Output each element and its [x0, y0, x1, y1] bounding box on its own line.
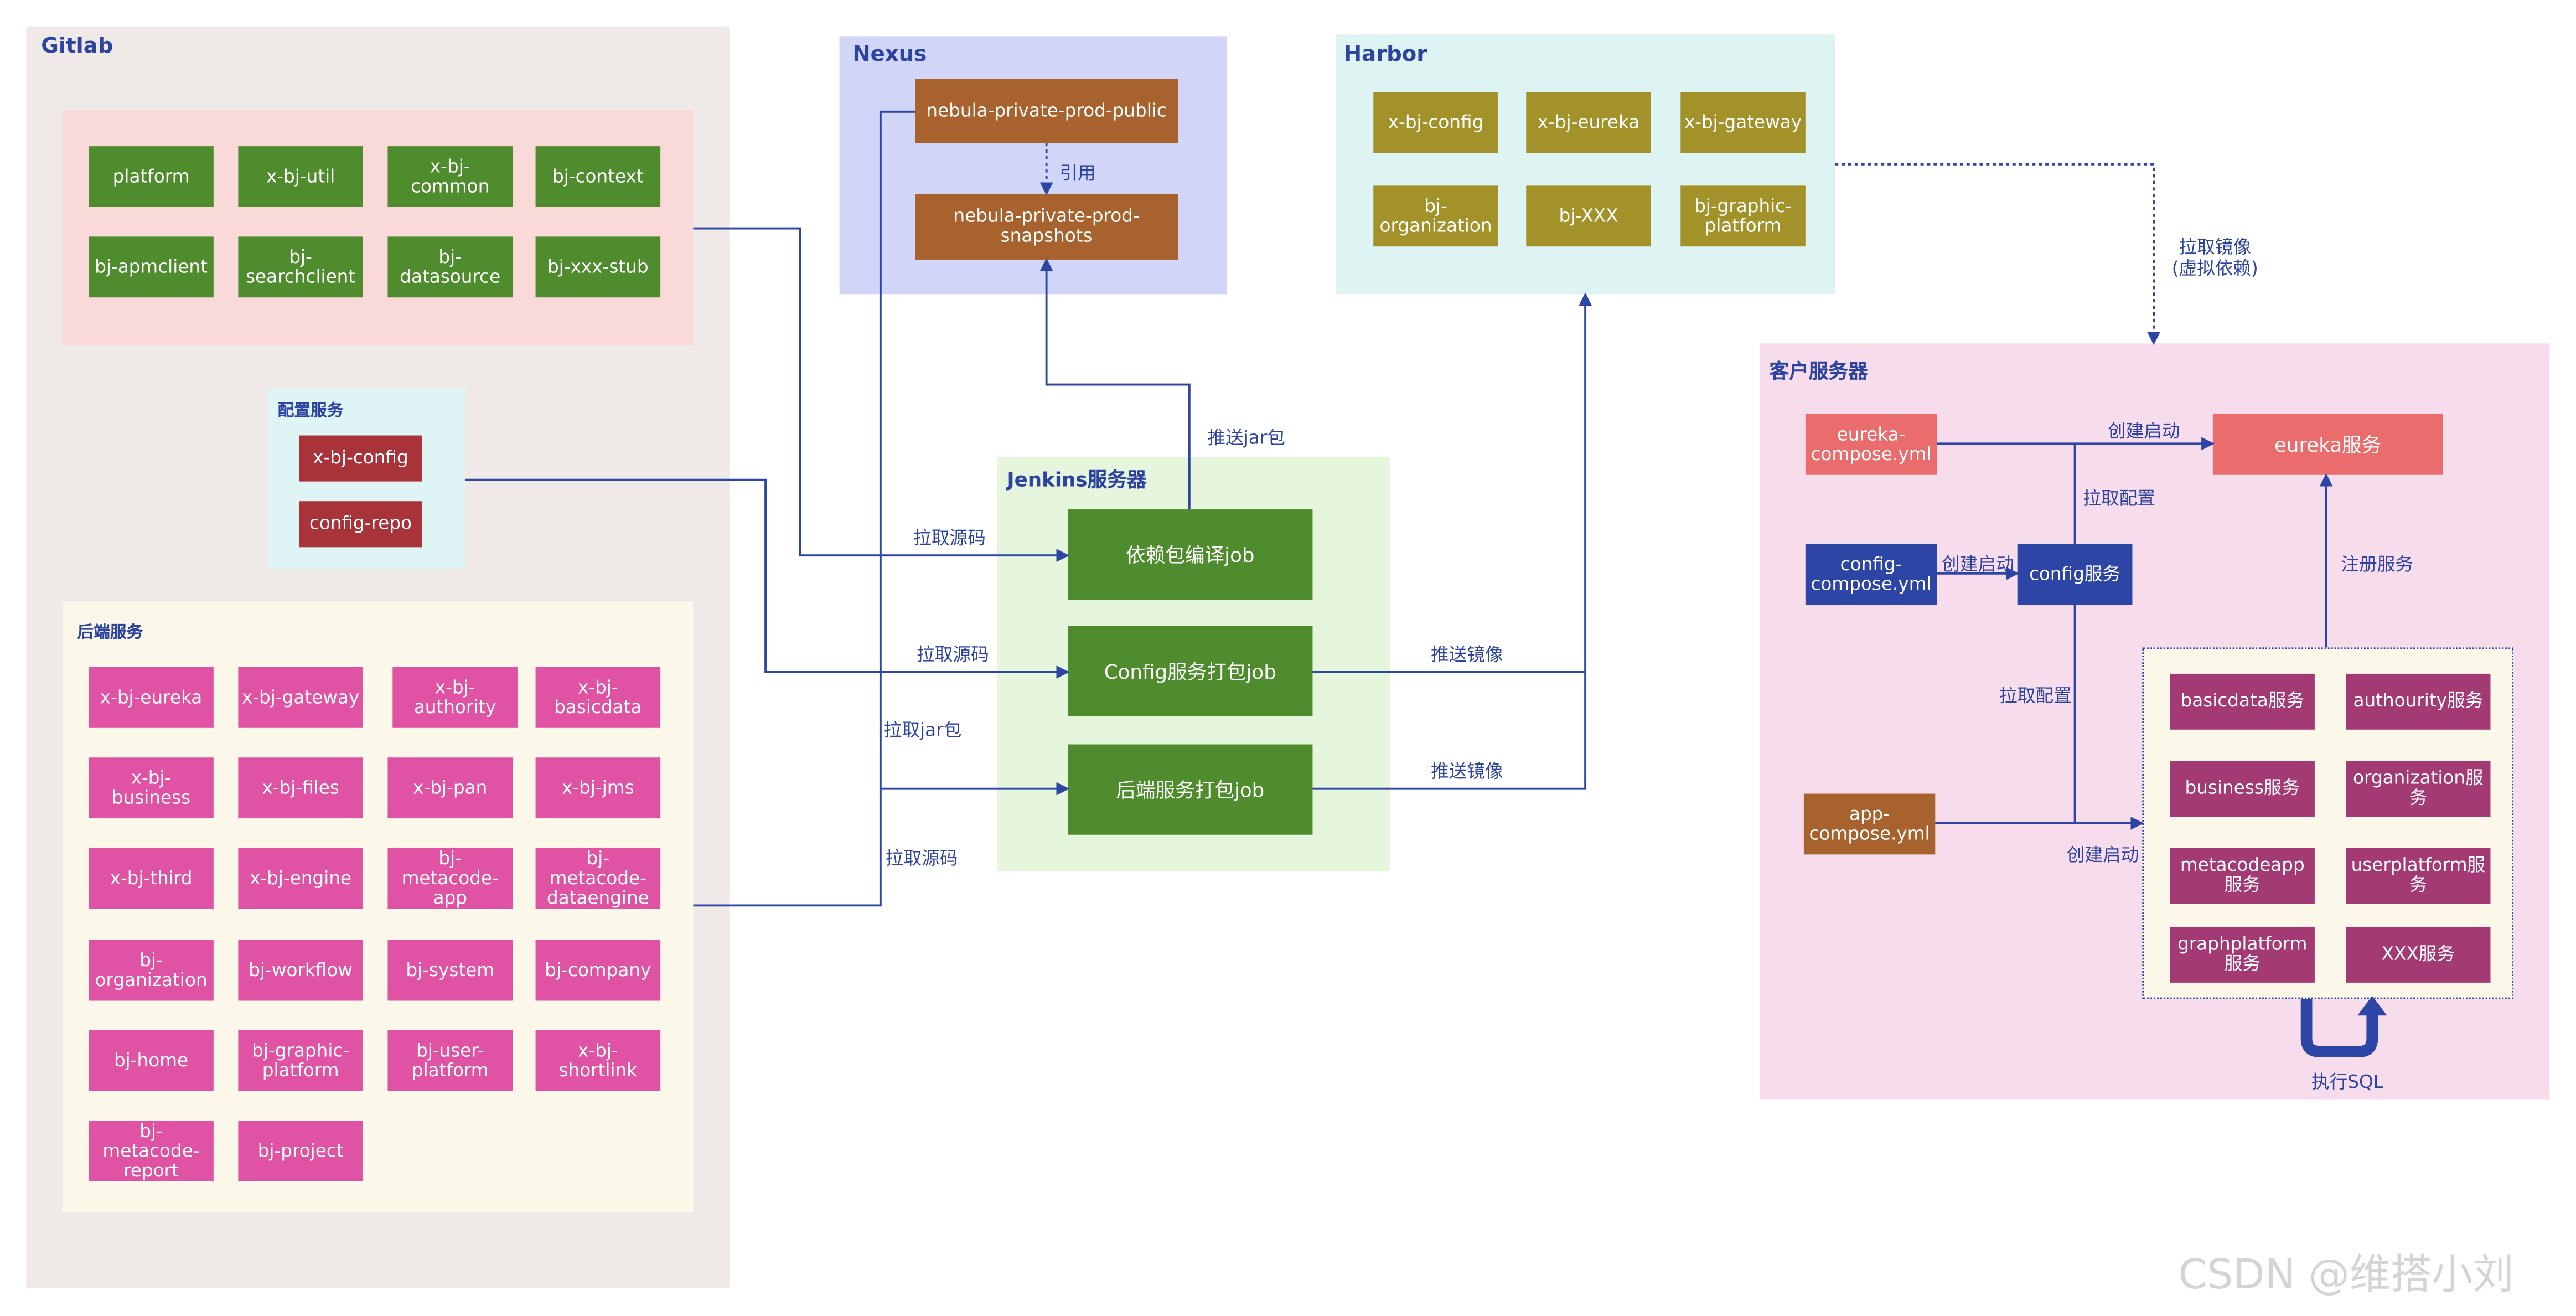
app-service-box[interactable]: userplatform服务 [2346, 848, 2491, 904]
backend-repo-box[interactable]: bj-graphic-platform [238, 1030, 363, 1091]
backend-repo-box[interactable]: x-bj-engine [238, 848, 363, 909]
lib-box[interactable]: x-bj-common [387, 146, 513, 207]
backend-repo-box[interactable]: bj-home [89, 1030, 214, 1091]
backend-repo-box[interactable]: x-bj-jms [535, 757, 661, 819]
label-create-start: 创建启动 [1942, 554, 2014, 575]
label-register-service: 注册服务 [2341, 554, 2413, 575]
edge-compile-job-to-snapshots [1039, 257, 1191, 510]
backend-repo-box[interactable]: bj-metacode-dataengine [535, 848, 661, 909]
lib-box[interactable]: bj-xxx-stub [535, 236, 661, 298]
config-group-title: 配置服务 [277, 402, 344, 421]
backend-repo-box[interactable]: bj-metacode-report [89, 1121, 214, 1181]
backend-repo-box[interactable]: x-bj-files [238, 757, 363, 819]
lib-box[interactable]: x-bj-util [238, 146, 363, 207]
label-exec-sql: 执行SQL [2311, 1071, 2383, 1093]
label-create-start: 创建启动 [2066, 844, 2139, 866]
jenkins-job[interactable]: 后端服务打包job [1068, 744, 1313, 835]
jenkins-job[interactable]: 依赖包编译job [1068, 509, 1313, 600]
label-pull-source: 拉取源码 [885, 848, 958, 870]
edge-harbor-to-customer [1835, 163, 2160, 345]
app-service-box[interactable]: graphplatform服务 [2170, 926, 2315, 983]
backend-group-title: 后端服务 [77, 624, 143, 643]
backend-repo-box[interactable]: bj-system [387, 940, 513, 1001]
backend-repo-box[interactable]: x-bj-third [89, 848, 214, 909]
customer-title: 客户服务器 [1769, 359, 1868, 383]
nexus-snapshots-repo[interactable]: nebula-private-prod-snapshots [915, 194, 1178, 260]
exec-sql-loop-icon [2300, 999, 2378, 1057]
label-pull-source: 拉取源码 [913, 527, 986, 549]
gitlab-title: Gitlab [41, 34, 113, 59]
eureka-service-box[interactable]: eureka服务 [2212, 414, 2443, 475]
backend-repo-box[interactable]: x-bj-eureka [89, 667, 214, 728]
label-push-image: 推送镜像 [1431, 644, 1503, 666]
harbor-image-box[interactable]: bj-organization [1373, 185, 1498, 247]
backend-repo-box[interactable]: bj-company [535, 940, 661, 1001]
backend-repo-box[interactable]: bj-workflow [238, 940, 363, 1001]
jenkins-title: Jenkins服务器 [1007, 468, 1147, 492]
exec-sql-arrowhead [2357, 995, 2387, 1016]
harbor-image-box[interactable]: x-bj-config [1373, 92, 1498, 153]
label-push-image: 推送镜像 [1431, 761, 1503, 782]
label-pull-source: 拉取源码 [917, 644, 989, 666]
config-repo-box[interactable]: x-bj-config [299, 435, 422, 482]
app-service-box[interactable]: authourity服务 [2346, 673, 2491, 730]
app-service-box[interactable]: metacodeapp服务 [2170, 848, 2315, 904]
edge-config-to-config-job [464, 478, 1070, 679]
app-compose-file[interactable]: app-compose.yml [1803, 793, 1936, 855]
app-service-box[interactable]: basicdata服务 [2170, 673, 2315, 730]
watermark: CSDN @维搭小刘 [2178, 1250, 2514, 1298]
config-service-box[interactable]: config服务 [2017, 544, 2133, 605]
label-pull-image: 拉取镜像 (虚拟依赖) [2171, 236, 2258, 280]
nexus-public-repo[interactable]: nebula-private-prod-public [915, 79, 1178, 143]
label-pull-config: 拉取配置 [1999, 685, 2072, 707]
harbor-image-box[interactable]: x-bj-gateway [1680, 92, 1806, 153]
backend-repo-box[interactable]: x-bj-basicdata [535, 667, 661, 728]
lib-box[interactable]: platform [89, 146, 214, 207]
lib-box[interactable]: bj-context [535, 146, 661, 207]
config-repo-box[interactable]: config-repo [299, 501, 422, 548]
backend-repo-box[interactable]: bj-user-platform [387, 1030, 513, 1091]
config-compose-file[interactable]: config-compose.yml [1805, 544, 1937, 605]
label-create-start: 创建启动 [2107, 420, 2180, 442]
backend-repo-box[interactable]: x-bj-business [89, 757, 214, 819]
edge-backend-to-backend-job [693, 782, 1070, 907]
app-service-box[interactable]: XXX服务 [2346, 926, 2491, 983]
backend-repo-box[interactable]: x-bj-shortlink [535, 1030, 661, 1091]
app-service-box[interactable]: organization服务 [2346, 761, 2491, 817]
edge-nexus-to-backend-job [879, 110, 915, 789]
harbor-title: Harbor [1343, 43, 1427, 68]
harbor-image-box[interactable]: x-bj-eureka [1526, 92, 1651, 153]
backend-repo-box[interactable]: x-bj-authority [392, 667, 518, 728]
label-pull-jar: 拉取jar包 [883, 719, 962, 741]
edge-backend-job-to-harbor [1312, 292, 1592, 790]
lib-box[interactable]: bj-datasource [387, 236, 513, 298]
app-service-box[interactable]: business服务 [2170, 761, 2315, 817]
harbor-image-box[interactable]: bj-graphic-platform [1680, 185, 1806, 247]
nexus-ref-label: 引用 [1059, 162, 1096, 184]
jenkins-job[interactable]: Config服务打包job [1068, 626, 1313, 717]
backend-repo-box[interactable]: bj-organization [89, 940, 214, 1001]
edge-libs-to-compile-job [693, 227, 1070, 562]
backend-repo-box[interactable]: bj-metacode-app [387, 848, 513, 909]
backend-repo-box[interactable]: x-bj-pan [387, 757, 513, 819]
backend-repo-box[interactable]: bj-project [238, 1121, 363, 1181]
lib-box[interactable]: bj-apmclient [89, 236, 214, 298]
eureka-compose-file[interactable]: eureka-compose.yml [1805, 414, 1937, 475]
harbor-image-box[interactable]: bj-XXX [1526, 185, 1651, 247]
backend-repo-box[interactable]: x-bj-gateway [238, 667, 363, 728]
label-push-jar: 推送jar包 [1207, 427, 1285, 449]
harbor-container [1335, 34, 1835, 295]
nexus-title: Nexus [852, 43, 927, 68]
lib-box[interactable]: bj-searchclient [238, 236, 363, 298]
label-pull-config: 拉取配置 [2083, 488, 2156, 510]
